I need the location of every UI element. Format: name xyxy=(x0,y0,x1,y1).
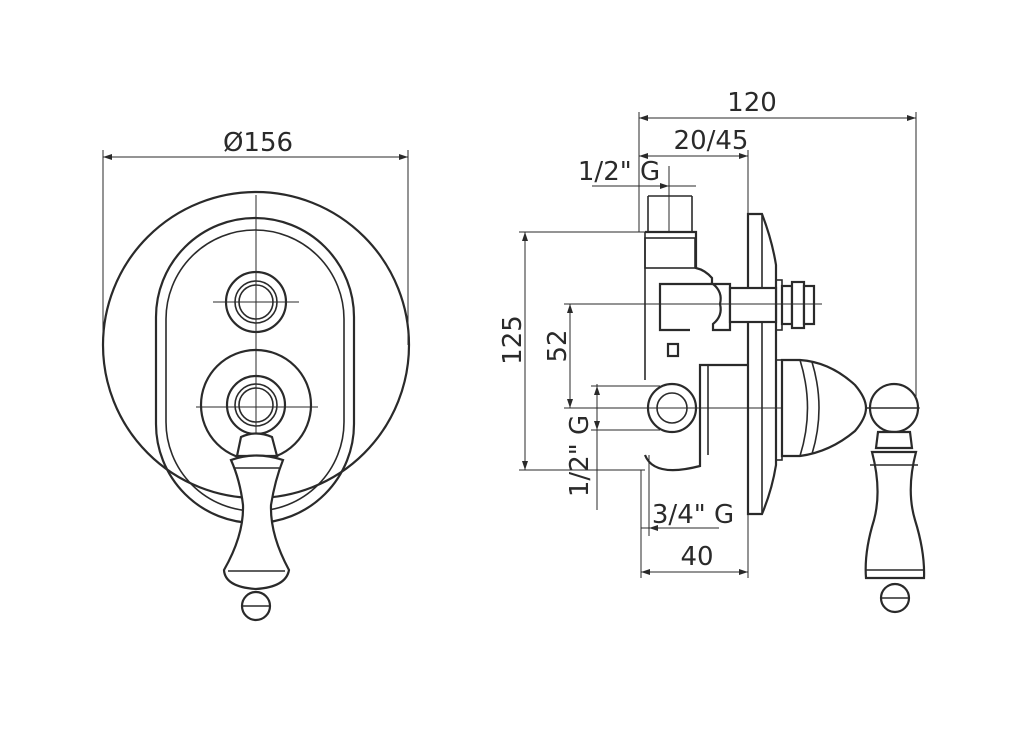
front-view: Ø156 xyxy=(101,128,411,622)
height-label: 125 xyxy=(498,315,528,365)
height-dimension: 125 xyxy=(498,231,645,471)
mixer-cartridge xyxy=(780,358,926,614)
overall-length-dimension: 120 xyxy=(638,88,917,398)
depth-dimension: 40 xyxy=(640,470,748,578)
left-connection-dimension: 1/2" G xyxy=(565,384,660,510)
outlet-label: 3/4" G xyxy=(652,500,734,530)
top-connection-dimension: 1/2" G xyxy=(578,157,696,232)
overall-length-label: 120 xyxy=(727,88,777,118)
depth-label: 40 xyxy=(680,542,713,572)
outlet-dimension: 3/4" G xyxy=(641,455,734,536)
diverter-spindle xyxy=(700,280,822,332)
diameter-dimension: Ø156 xyxy=(102,128,409,345)
diameter-label: Ø156 xyxy=(223,128,293,158)
wall-flange xyxy=(746,212,783,516)
diverter-knob xyxy=(224,270,288,334)
left-connection-label: 1/2" G xyxy=(565,415,595,497)
top-connection-label: 1/2" G xyxy=(578,157,660,187)
side-view: 120 20/45 1/2" G 125 xyxy=(498,88,926,614)
projection-label: 20/45 xyxy=(674,126,749,156)
lever-handle xyxy=(222,432,291,622)
center-distance-label: 52 xyxy=(543,329,573,362)
valve-body xyxy=(643,195,748,472)
